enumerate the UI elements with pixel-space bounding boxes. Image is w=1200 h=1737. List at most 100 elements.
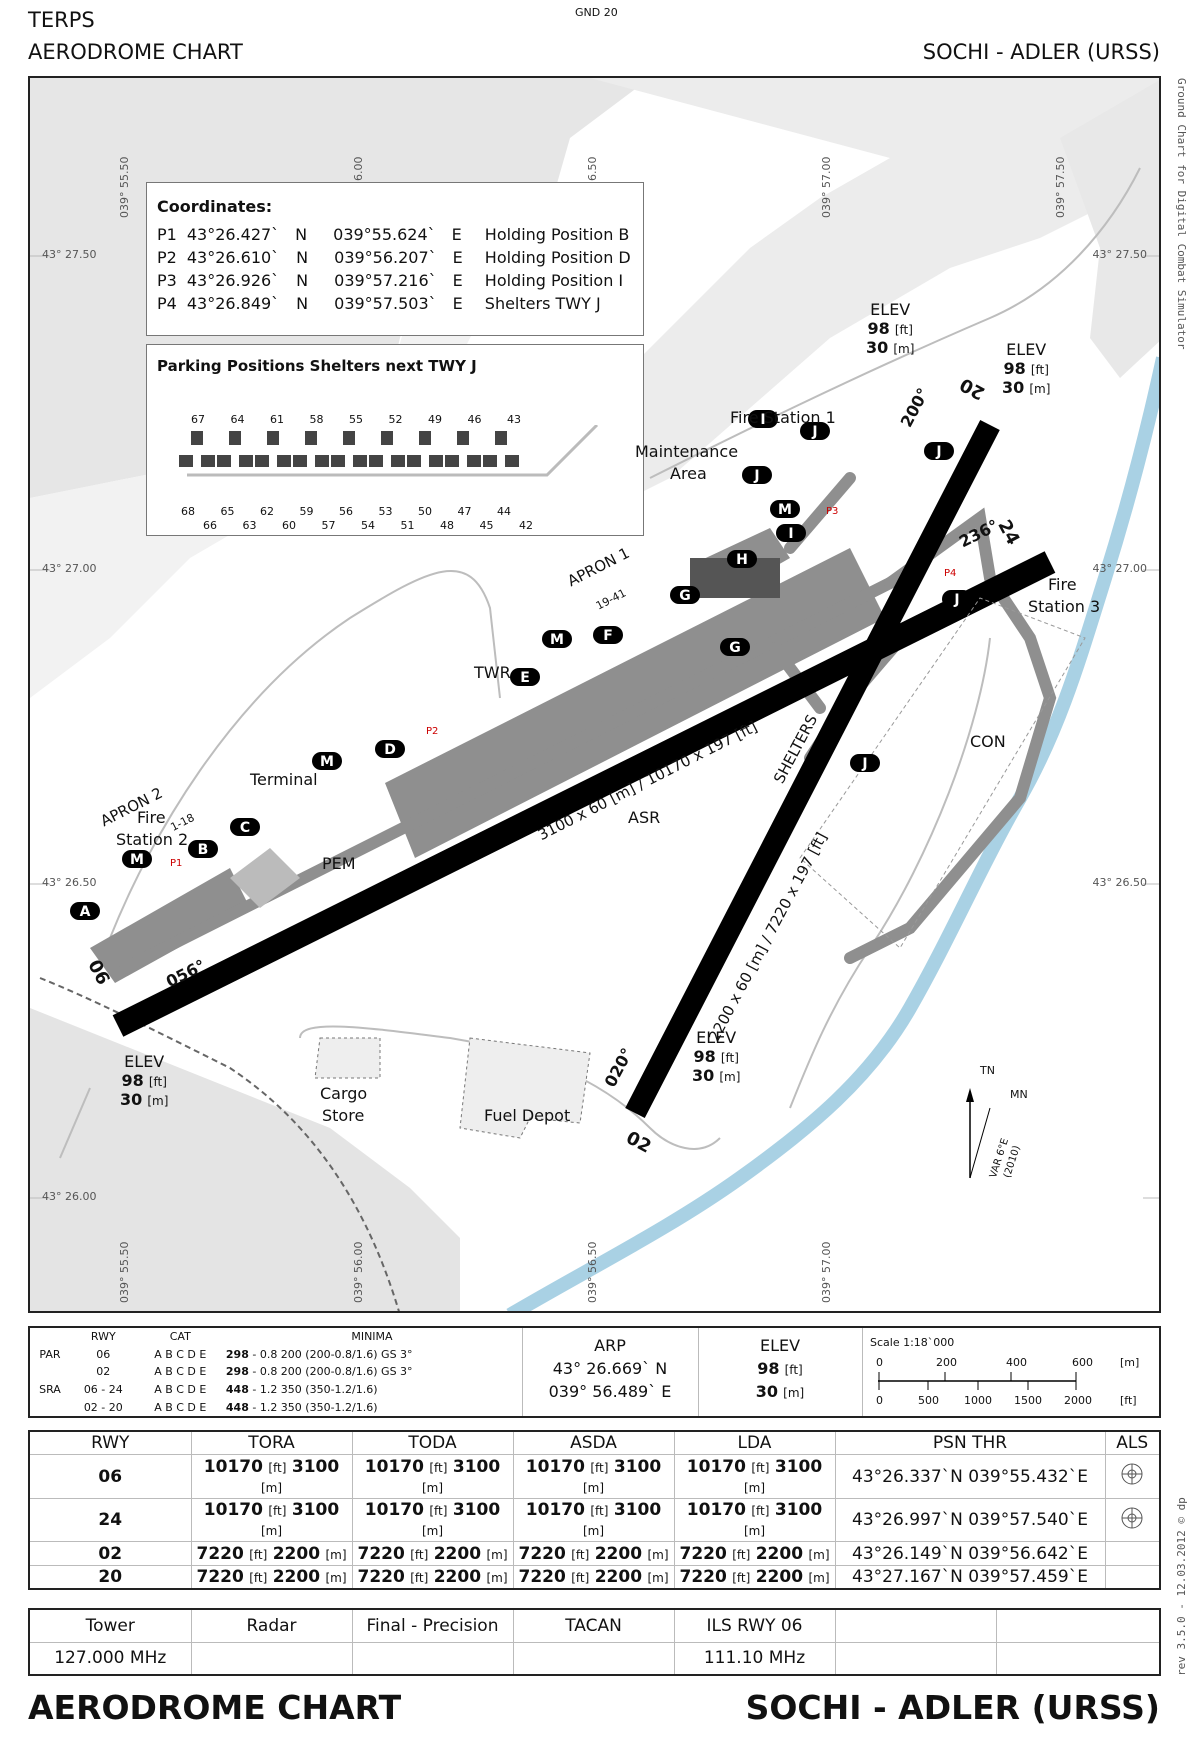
- fire2-label-a: Fire: [137, 808, 166, 827]
- tn-label: TN: [980, 1064, 995, 1077]
- elev-m: 30: [692, 1066, 715, 1085]
- parking-number: 53: [378, 505, 393, 518]
- arp-block: ARP 43° 26.669` N 039° 56.489` E: [525, 1336, 695, 1401]
- parking-number: 44: [497, 505, 511, 518]
- elev-m: 30: [1002, 378, 1025, 397]
- fire1-label: Fire Station 1: [730, 408, 836, 427]
- als-icon: [1121, 1463, 1143, 1485]
- parking-number: 55: [349, 413, 363, 426]
- parking-title: Parking Positions Shelters next TWY J: [157, 357, 477, 375]
- mn-label: MN: [1010, 1088, 1028, 1101]
- ft-unit: [ft]: [1030, 363, 1049, 377]
- elev-label: ELEV: [870, 300, 911, 319]
- lon-label: 039° 57.00: [820, 156, 833, 218]
- lat-label: 43° 27.00: [1092, 562, 1147, 575]
- p2-marker: P2: [426, 726, 439, 737]
- pem-label: PEM: [322, 854, 356, 873]
- runway-06-24: [112, 551, 1056, 1037]
- m-unit: [m]: [893, 342, 915, 356]
- parking-number: 64: [230, 413, 245, 426]
- north-arrow-icon: [966, 1088, 991, 1179]
- parking-number: 67: [191, 413, 205, 426]
- elev-block: ELEV 98 [ft] 30 [m]: [700, 1336, 860, 1401]
- con-label: CON: [970, 732, 1006, 751]
- scale-block: Scale 1:18`000 0 200 400 600 [m] 0 500 1…: [870, 1336, 1155, 1414]
- parking-number: 51: [400, 519, 415, 532]
- scale-m-tick: 400: [1006, 1356, 1027, 1369]
- ft-unit: [ft]: [148, 1075, 167, 1089]
- elev-ft: 98: [693, 1047, 716, 1066]
- elev-block-label: ELEV: [759, 1336, 801, 1355]
- elev-block-ft-unit: [ft]: [784, 1363, 803, 1377]
- scale-m-tick: 600: [1072, 1356, 1093, 1369]
- gnd-frequency: GND 20: [575, 6, 618, 19]
- parking-number: 52: [388, 413, 403, 426]
- lat-label: 43° 26.50: [42, 876, 97, 889]
- p1-marker: P1: [170, 858, 183, 869]
- elev-west: ELEV 98 [ft] 30 [m]: [120, 1052, 168, 1109]
- scale-ft-tick: 2000: [1064, 1394, 1092, 1407]
- airport-name: SOCHI - ADLER (URSS): [922, 40, 1160, 64]
- scale-ft-tick: 1000: [964, 1394, 992, 1407]
- elev-east: ELEV 98 [ft] 30 [m]: [1002, 340, 1050, 397]
- parking-number: 66: [203, 519, 217, 532]
- parking-number: 59: [299, 505, 314, 518]
- parking-number: 46: [467, 413, 482, 426]
- maint-label-a: Maintenance: [635, 442, 739, 461]
- scale-title: Scale 1:18`000: [870, 1336, 955, 1349]
- grid-lines: [30, 255, 1159, 1199]
- elev-ft: 98: [121, 1071, 144, 1090]
- parking-number: 61: [270, 413, 284, 426]
- coordinates-title: Coordinates:: [157, 197, 273, 216]
- lat-label: 43° 26.50: [1092, 876, 1147, 889]
- scale-ft-unit: [ft]: [1120, 1394, 1137, 1407]
- lon-label: 039° 56.50: [586, 1241, 599, 1303]
- ft-unit: [ft]: [720, 1051, 739, 1065]
- m-unit: [m]: [719, 1070, 741, 1084]
- fuel-label: Fuel Depot: [484, 1106, 571, 1125]
- elev-block-m: 30: [755, 1382, 779, 1401]
- lat-label: 43° 27.50: [1092, 248, 1147, 261]
- elev-south: ELEV 98 [ft] 30 [m]: [692, 1028, 740, 1085]
- parking-number: 58: [309, 413, 324, 426]
- m-unit: [m]: [1029, 382, 1051, 396]
- lat-label: 43° 27.00: [42, 562, 97, 575]
- parking-number: 56: [339, 505, 353, 518]
- scale-m-tick: 0: [876, 1356, 883, 1369]
- lon-label: 039° 57.50: [1054, 156, 1067, 218]
- parking-number: 63: [242, 519, 257, 532]
- fire2-label-b: Station 2: [116, 830, 189, 849]
- parking-number: 42: [519, 519, 533, 532]
- runway-row: 02 7220 [ft] 2200 [m] 7220 [ft] 2200 [m]…: [30, 1541, 1159, 1566]
- maint-label-b: Area: [670, 464, 707, 483]
- cargo-label-b: Store: [322, 1106, 365, 1125]
- arp-lon: 039° 56.489` E: [548, 1382, 672, 1401]
- elev-m: 30: [120, 1090, 143, 1109]
- footer-chart-title: AERODROME CHART: [28, 1688, 402, 1727]
- arp-label: ARP: [594, 1336, 626, 1355]
- p3-marker: P3: [826, 506, 839, 517]
- parking-number: 49: [428, 413, 442, 426]
- elev-ft: 98: [1003, 359, 1026, 378]
- ft-unit: [ft]: [894, 323, 913, 337]
- parking-number: 45: [479, 519, 494, 532]
- cargo-label-a: Cargo: [320, 1084, 368, 1103]
- elev-block-ft: 98: [757, 1359, 780, 1378]
- elev-north: ELEV 98 [ft] 30 [m]: [866, 300, 914, 357]
- parking-number: 54: [361, 519, 375, 532]
